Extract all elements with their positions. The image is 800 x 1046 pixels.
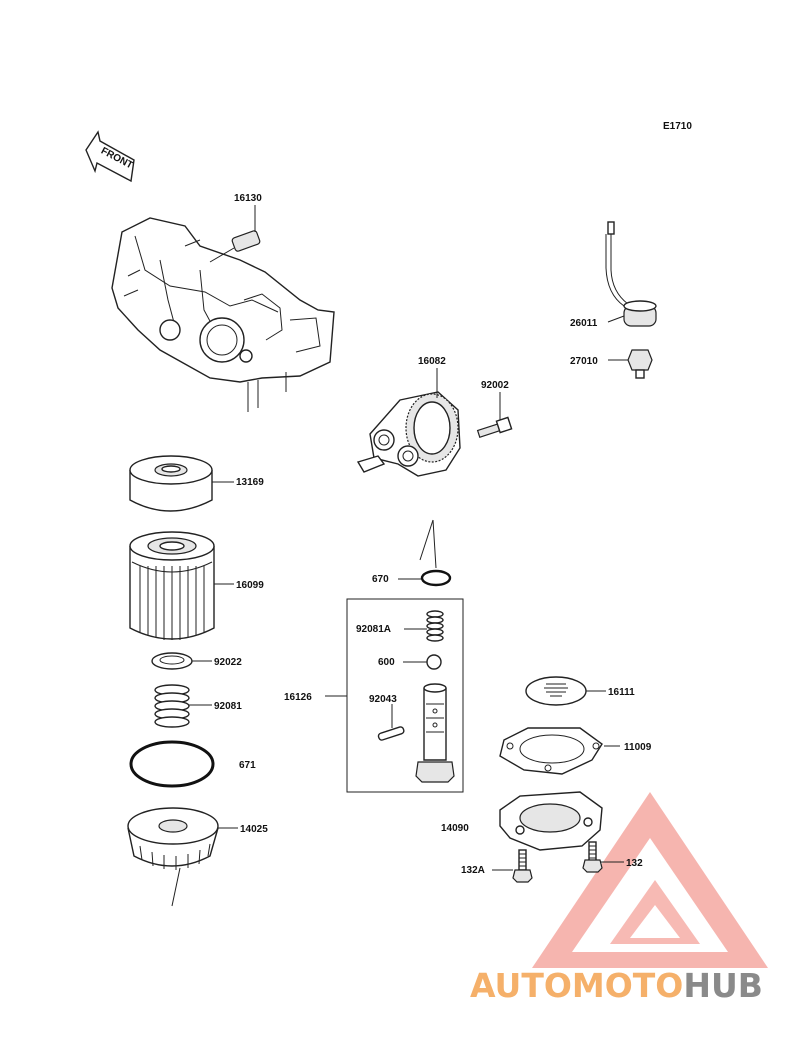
part-label-92081: 92081	[214, 701, 242, 712]
pan-cover-drawing	[499, 791, 603, 851]
part-label-670: 670	[372, 574, 389, 585]
part-label-13169: 13169	[236, 477, 264, 488]
front-arrow-icon: FRONT	[85, 130, 135, 183]
filter-cover-drawing	[127, 807, 219, 870]
part-label-16082: 16082	[418, 356, 446, 367]
part-label-92022: 92022	[214, 657, 242, 668]
ball-600-drawing	[426, 654, 442, 670]
oil-filter-drawing	[129, 531, 215, 640]
part-label-16099: 16099	[236, 580, 264, 591]
oil-pump-drawing	[356, 391, 461, 477]
gasket-drawing	[499, 727, 603, 775]
part-label-16111: 16111	[608, 687, 635, 698]
part-label-92043: 92043	[369, 694, 397, 705]
watermark-brand-part2: HUB	[683, 966, 763, 1005]
watermark-brand-part1: AUTOMOTO	[470, 966, 683, 1005]
washer-drawing	[151, 652, 193, 670]
part-label-600: 600	[378, 657, 395, 668]
bolt-132a-drawing	[512, 849, 533, 883]
part-label-92002: 92002	[481, 380, 509, 391]
part-label-16130: 16130	[234, 193, 262, 204]
part-label-92081a: 92081A	[356, 624, 391, 635]
part-label-132a: 132A	[461, 865, 485, 876]
oil-strainer-drawing	[525, 676, 587, 706]
spring-92081a-drawing	[426, 610, 444, 642]
bolt-132-drawing	[582, 841, 603, 873]
o-ring-670-drawing	[420, 569, 452, 587]
oil-cooler-drawing	[129, 455, 213, 512]
part-label-14090: 14090	[441, 823, 469, 834]
bolt-92002-drawing	[476, 416, 513, 438]
part-label-671: 671	[239, 760, 256, 771]
part-label-11009: 11009	[624, 742, 652, 753]
spring-92081-drawing	[154, 684, 190, 728]
relief-valve-body-drawing	[377, 683, 455, 783]
o-ring-671-drawing	[129, 740, 215, 788]
watermark-logo	[532, 792, 768, 968]
part-label-16126: 16126	[284, 692, 312, 703]
part-label-26011: 26011	[570, 318, 598, 329]
part-label-27010: 27010	[570, 356, 598, 367]
part-label-14025: 14025	[240, 824, 268, 835]
oil-pressure-switch-drawing	[605, 221, 657, 379]
crankcase-drawing	[111, 217, 335, 412]
watermark-text: AUTOMOTOHUB	[470, 966, 763, 1005]
diagram-code: E1710	[663, 121, 692, 132]
part-label-132: 132	[626, 858, 643, 869]
